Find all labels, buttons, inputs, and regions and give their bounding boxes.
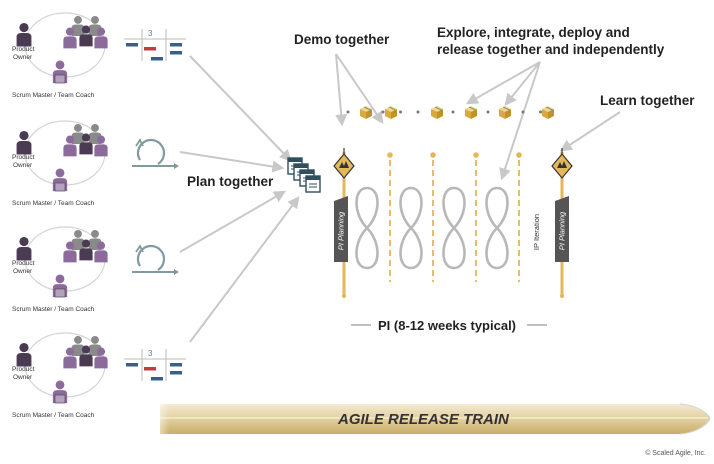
package-box-icon bbox=[385, 106, 397, 119]
sprint-board-icon: 3 bbox=[124, 29, 186, 61]
package-box-icon bbox=[360, 106, 372, 119]
pi-planning-banner-start-label: PI Planning bbox=[337, 211, 346, 250]
learn-arrow bbox=[559, 111, 621, 152]
iteration-cycle-icon bbox=[442, 186, 466, 270]
kanban-card-icon bbox=[54, 74, 66, 84]
explore-arrow-1 bbox=[504, 61, 541, 106]
demo-arrow-1 bbox=[335, 53, 348, 127]
explore-arrow-2 bbox=[465, 61, 541, 105]
pi-planning-banner-end: PI Planning bbox=[555, 196, 569, 262]
iteration-marker-1 bbox=[387, 152, 393, 282]
iteration-marker-3 bbox=[473, 152, 479, 282]
plan-arrow-team-3 bbox=[179, 190, 287, 253]
explore-caption-line1: Explore, integrate, deploy and bbox=[437, 25, 630, 40]
kanban-card-icon bbox=[54, 394, 66, 404]
scrum-master-label: Scrum Master / Team Coach bbox=[12, 200, 95, 207]
kanban-card-icon bbox=[54, 182, 66, 192]
iteration-loop-icon bbox=[132, 138, 179, 169]
sprint-board-icon: 3 bbox=[124, 349, 186, 381]
scrum-master-label: Scrum Master / Team Coach bbox=[12, 412, 95, 419]
plan-together-caption: Plan together bbox=[187, 174, 274, 189]
package-box-icon bbox=[431, 106, 443, 119]
iteration-marker-4 bbox=[516, 152, 522, 282]
agile-release-train-label: AGILE RELEASE TRAIN bbox=[337, 411, 510, 428]
flow-arrows bbox=[179, 53, 621, 343]
sprint-number: 3 bbox=[148, 349, 153, 358]
plan-document bbox=[305, 175, 321, 193]
increment-dot bbox=[416, 110, 420, 114]
iteration-cycle-icon bbox=[485, 186, 509, 270]
increment-dot bbox=[539, 110, 542, 114]
plan-arrow-team-2 bbox=[179, 151, 285, 173]
plan-arrow-team-4 bbox=[189, 196, 300, 343]
package-box-icon bbox=[499, 106, 511, 119]
ip-iteration-label: IP Iteration bbox=[532, 214, 541, 250]
product-owner-person-icon bbox=[16, 130, 32, 155]
scrum-master-label: Scrum Master / Team Coach bbox=[12, 306, 95, 313]
increment-dot bbox=[381, 110, 385, 114]
demo-together-caption: Demo together bbox=[294, 32, 390, 47]
increments-row bbox=[346, 106, 554, 119]
iteration-marker-2 bbox=[430, 152, 436, 282]
product-owner-person-icon bbox=[16, 236, 32, 261]
product-owner-person-icon bbox=[16, 22, 32, 47]
team-group-icon bbox=[63, 230, 108, 263]
explore-caption-line2: release together and independently bbox=[437, 42, 665, 57]
increment-dot bbox=[521, 110, 525, 114]
sprint-number: 3 bbox=[148, 29, 153, 38]
demo-arrow-2 bbox=[335, 53, 384, 124]
increment-dot bbox=[486, 110, 490, 114]
pi-planning-banner-end-label: PI Planning bbox=[558, 211, 567, 250]
team-group-icon bbox=[63, 336, 108, 369]
kanban-card-icon bbox=[54, 288, 66, 298]
increment-dot bbox=[451, 110, 455, 114]
iteration-cycle-icon bbox=[399, 186, 423, 270]
product-owner-person-icon bbox=[16, 342, 32, 367]
learn-together-caption: Learn together bbox=[600, 93, 695, 108]
iteration-loop-icon bbox=[132, 244, 179, 275]
package-box-icon bbox=[465, 106, 477, 119]
pi-length-label: PI (8-12 weeks typical) bbox=[378, 318, 516, 333]
team-group-icon bbox=[63, 124, 108, 157]
iteration-cycle-icon bbox=[355, 186, 379, 270]
release-train-banner: AGILE RELEASE TRAIN bbox=[150, 400, 711, 438]
pi-planning-banner-start: PI Planning bbox=[334, 196, 348, 262]
plan-documents-icon bbox=[287, 157, 321, 193]
explore-arrow-3 bbox=[499, 61, 541, 181]
team-group-icon bbox=[63, 16, 108, 49]
program-increment-timeline: PI Planning PI Planning IP Iteration bbox=[333, 148, 573, 298]
plan-arrow-team-1 bbox=[189, 55, 292, 162]
increment-dot bbox=[346, 110, 350, 114]
copyright-notice: © Scaled Agile, Inc. bbox=[645, 449, 706, 457]
increment-dot bbox=[399, 110, 402, 114]
scrum-master-label: Scrum Master / Team Coach bbox=[12, 92, 95, 99]
package-box-icon bbox=[542, 106, 554, 119]
